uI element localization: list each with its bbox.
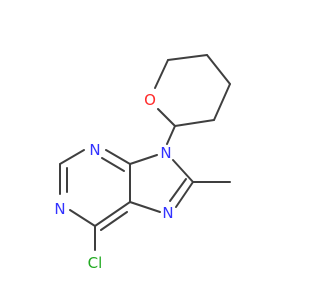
bond-n9-c2 <box>166 125 176 145</box>
nitrogen-label-n3: N <box>89 141 100 159</box>
nitrogen-label-n1: N <box>54 200 65 218</box>
bond-c4-n3 <box>105 149 131 165</box>
bond-c6-c5 <box>94 201 131 227</box>
bond-n3-c2 <box>59 149 85 165</box>
bond-o-c2 <box>157 108 176 127</box>
bond-c3-c4 <box>213 83 231 121</box>
bond-c4-n9 <box>129 154 158 165</box>
chlorine-label: Cl <box>88 254 103 272</box>
oxygen-label: O <box>144 91 156 109</box>
nitrogen-label-n7: N <box>162 204 173 222</box>
bond-c4-n3-double <box>101 157 125 172</box>
bond-n9-c8 <box>172 159 194 183</box>
bond-c4-c5 <box>206 54 231 85</box>
bond-c6-o <box>154 59 169 89</box>
bond-c6-c5-double <box>100 211 128 231</box>
bond-c8-n7-double <box>169 178 187 202</box>
bond-c2-c3 <box>174 119 215 127</box>
bond-n1-c6 <box>69 209 96 227</box>
nitrogen-label-n9: N <box>160 144 171 162</box>
molecule-diagram: O N N N N Cl <box>54 54 231 272</box>
bond-c8-n7 <box>175 181 194 208</box>
bond-c5-c6 <box>167 54 208 61</box>
bond-n7-c5 <box>129 201 161 213</box>
